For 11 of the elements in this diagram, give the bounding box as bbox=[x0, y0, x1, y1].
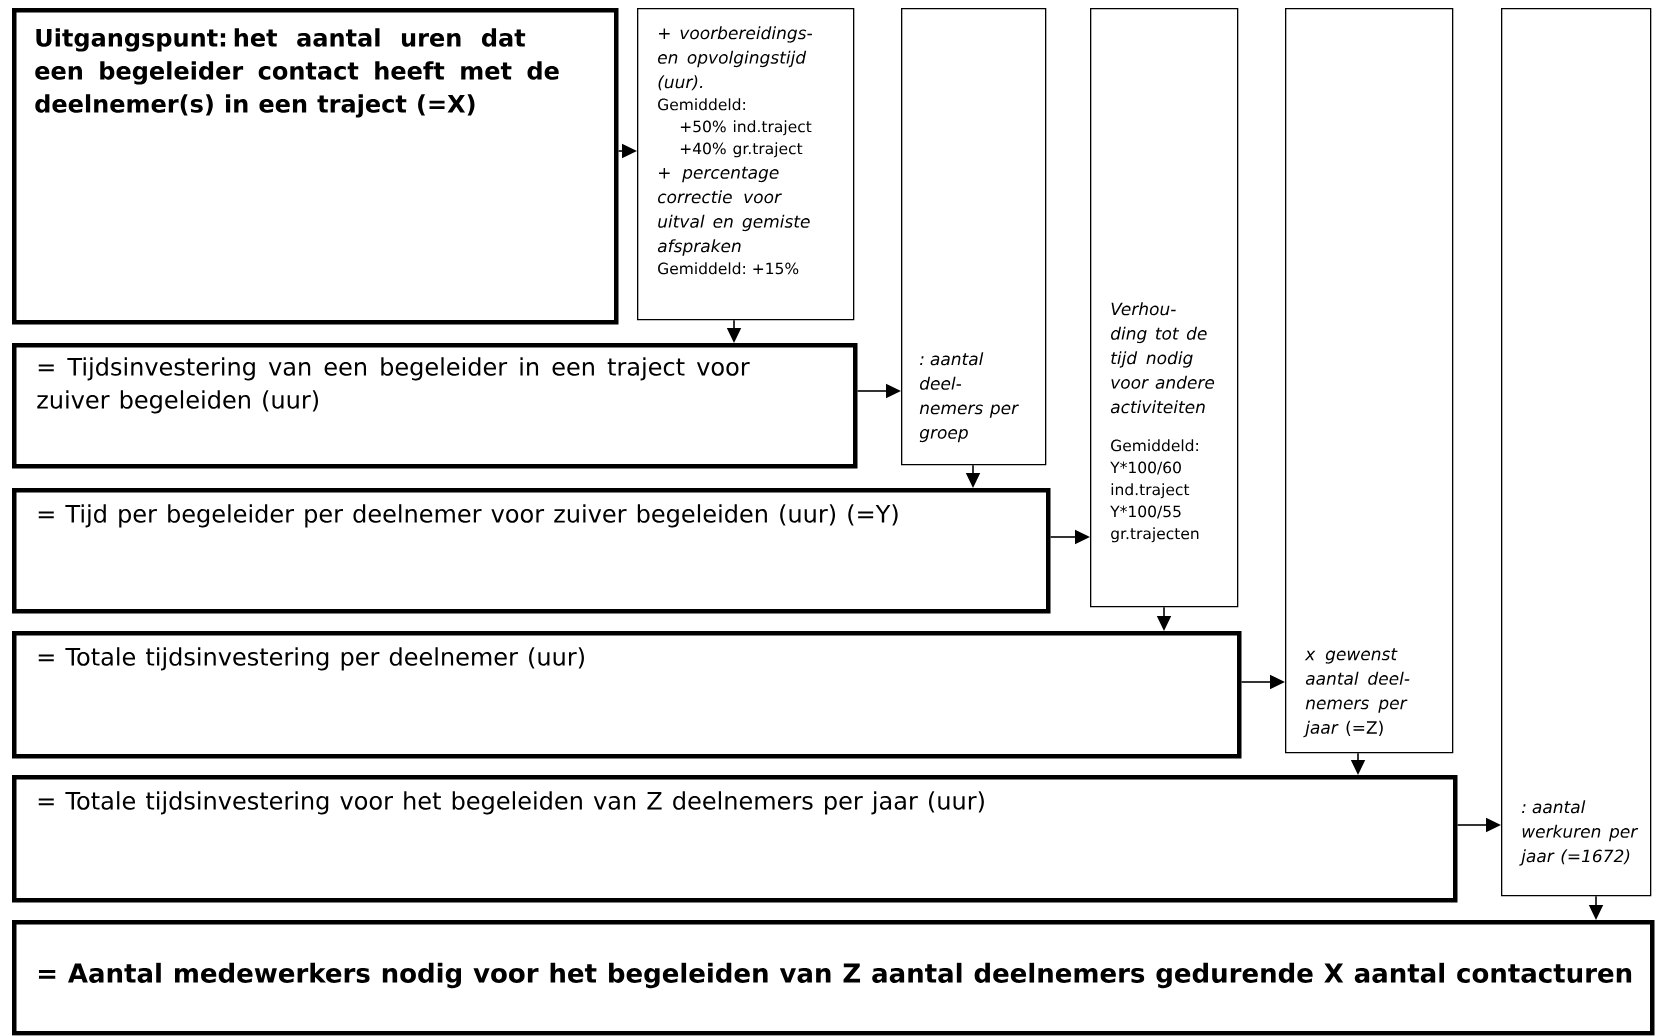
note-box: + voorbereidings- en opvolgingstijd (uur). Gemiddeld: +50% ind.traject +40% gr.traject + percentage correctie voor uitval en gemiste afspraken Gemiddeld: +15% bbox=[637, 8, 855, 321]
process-box: = Tijdsinvestering van een begeleider in een traject voor zuiver begeleiden (uur) bbox=[12, 343, 858, 469]
process-box: = Totale tijdsinvestering per deelnemer (uur) bbox=[12, 631, 1242, 759]
process-box: = Tijd per begeleider per deelnemer voor zuiver begeleiden (uur) (=Y) bbox=[12, 488, 1051, 614]
note-box: Verhou- ding tot de tijd nodig voor andere activiteiten Gemiddeld: Y*100/60 ind.traject Y*100/55 gr.trajecten bbox=[1090, 8, 1239, 608]
note-box: : aantal werkuren per jaar (=1672) bbox=[1501, 8, 1652, 897]
note-box: : aantal deel- nemers per groep bbox=[901, 8, 1047, 466]
note-box: x gewenst aantal deel- nemers per jaar (=Z) bbox=[1285, 8, 1454, 754]
process-box: = Aantal medewerkers nodig voor het begeleiden van Z aantal deelnemers gedurende X aantal contacturen bbox=[12, 920, 1655, 1036]
process-box: Uitgangspunt: het aantal uren dat een begeleider contact heeft met de deelnemer(s) in een traject (=X) bbox=[12, 8, 619, 325]
process-box: = Totale tijdsinvestering voor het begeleiden van Z deelnemers per jaar (uur) bbox=[12, 775, 1458, 903]
